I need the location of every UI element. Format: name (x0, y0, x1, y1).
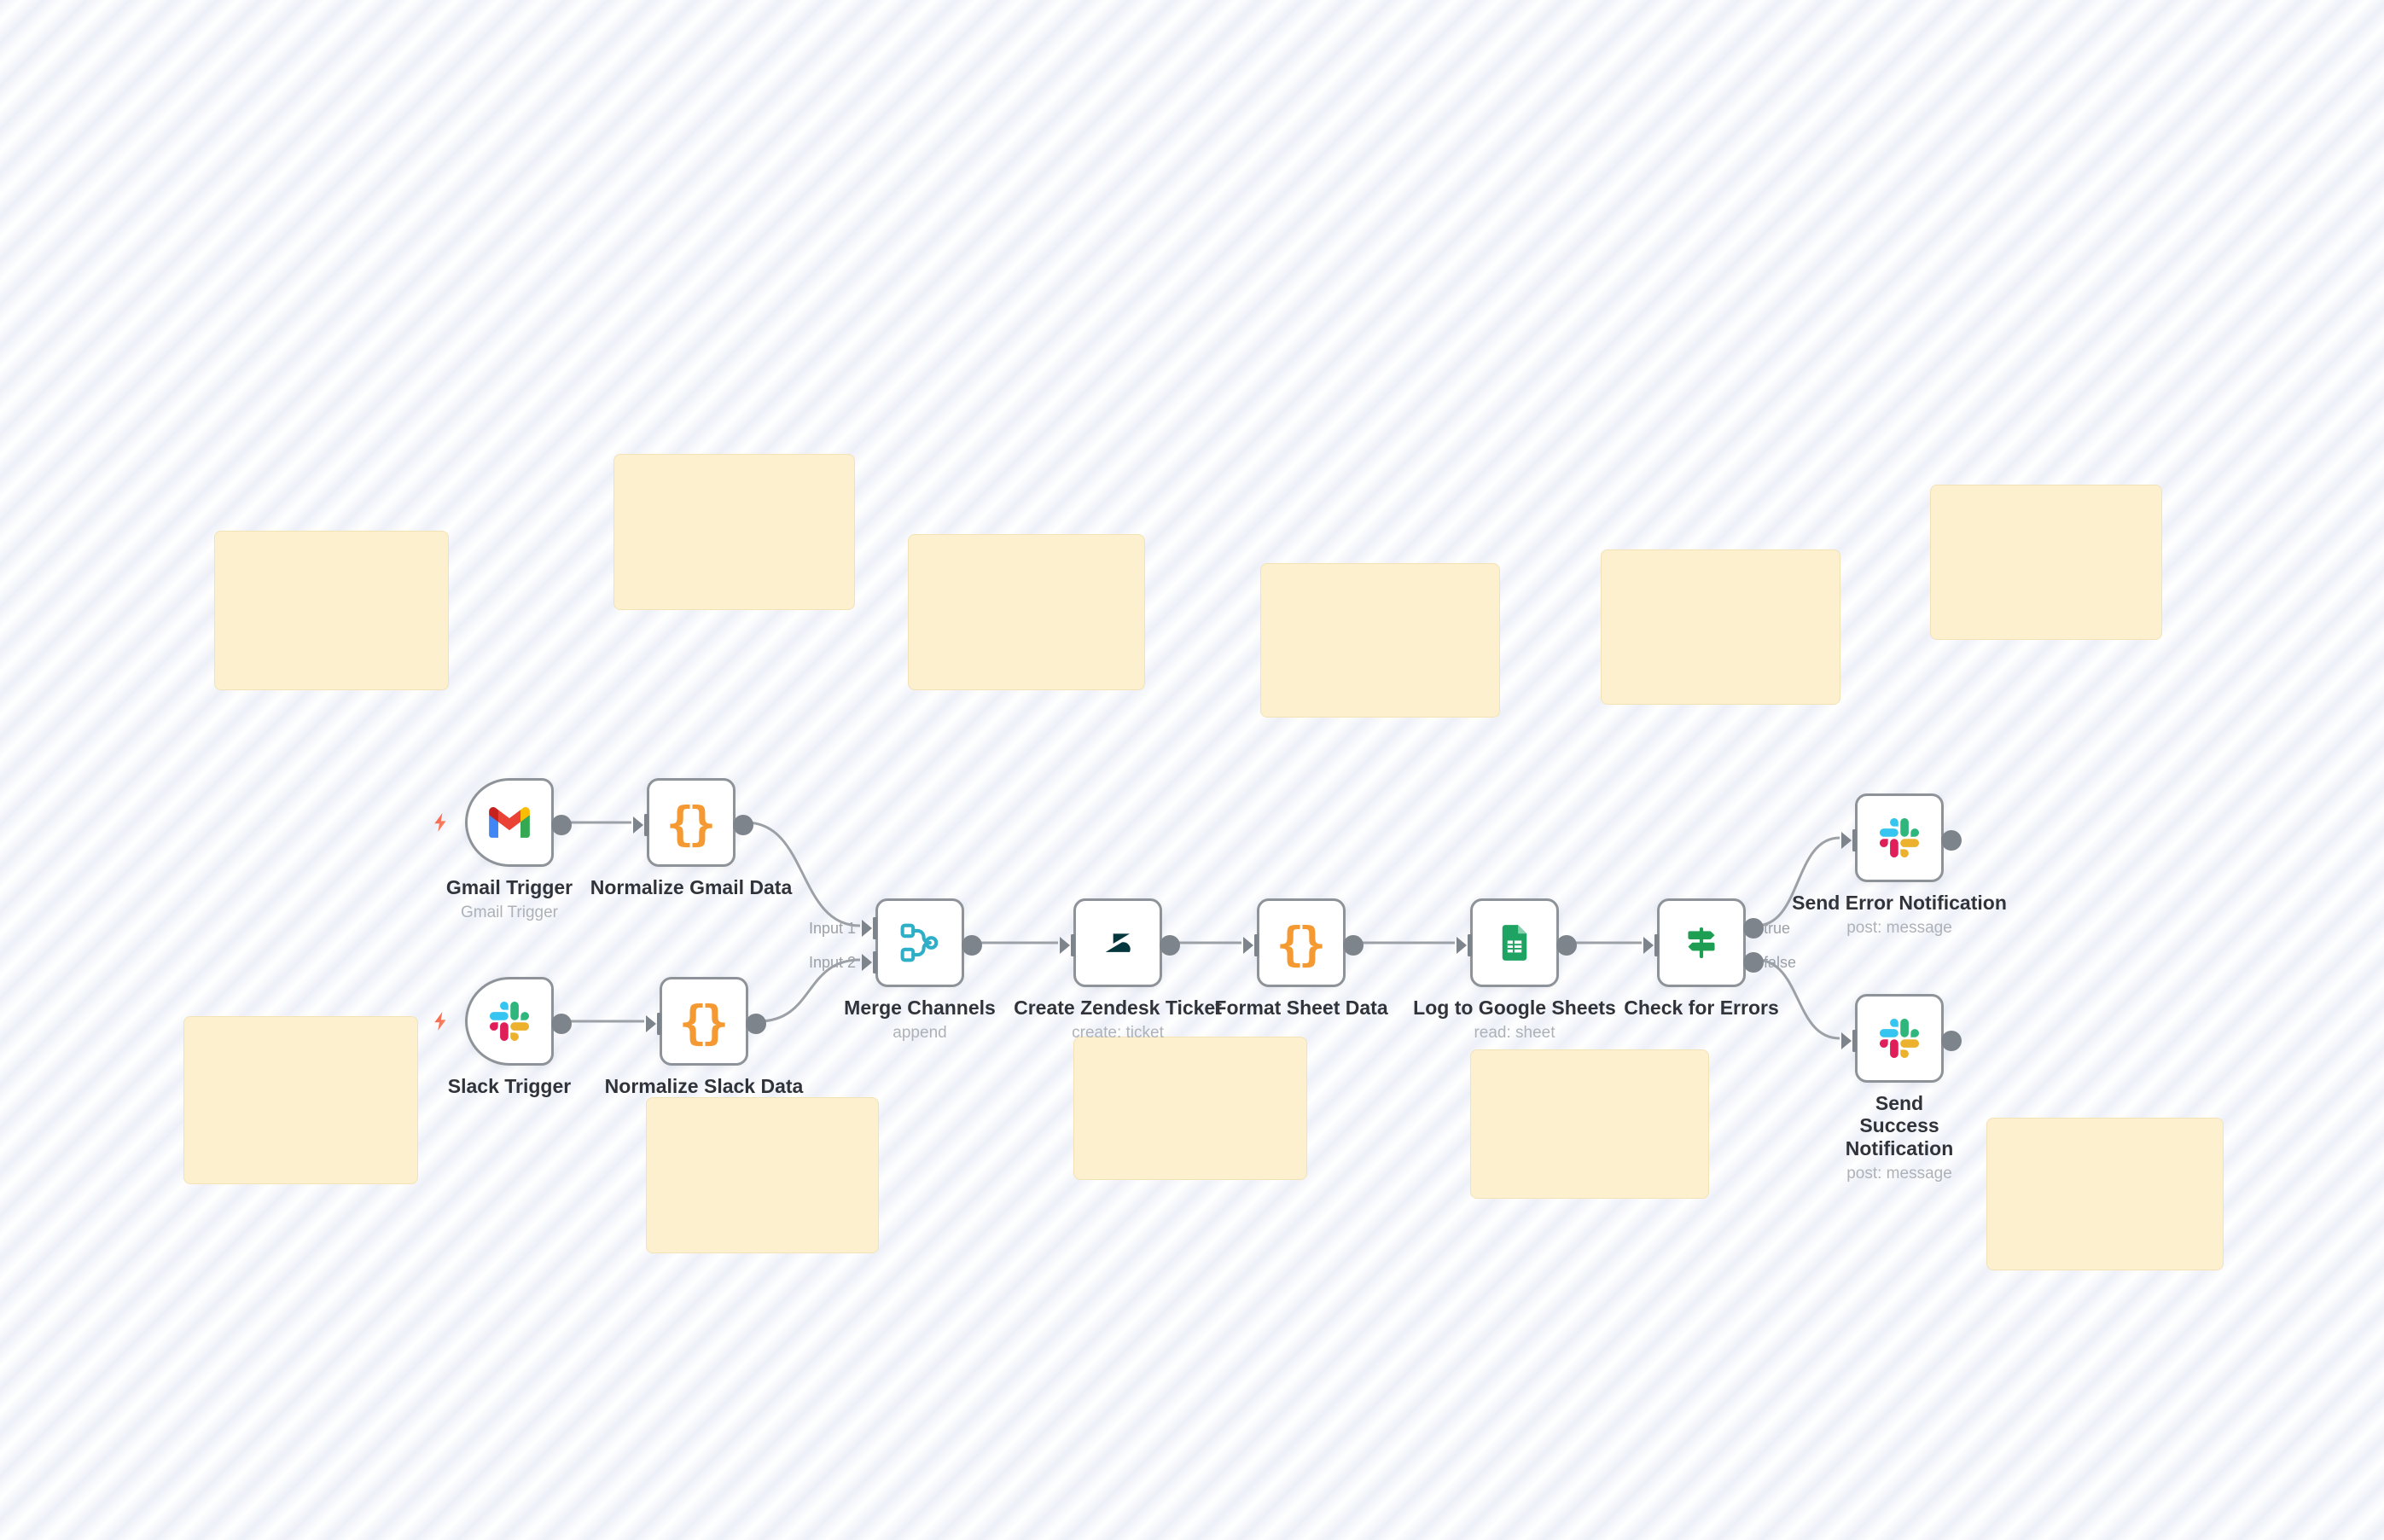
braces-icon: {} (1259, 901, 1343, 985)
slack-icon (1858, 796, 1941, 880)
node-title: Log to Google Sheets (1413, 997, 1616, 1019)
input-port-label: Input 1 (808, 920, 856, 937)
node-subtitle: append (893, 1024, 947, 1043)
output-port-label: true (1764, 920, 1791, 937)
node-log-to-google-sheets[interactable]: Log to Google Sheets read: sheet (1413, 898, 1616, 1042)
node-send-success-notification[interactable]: Send Success Notification post: message (1841, 994, 1962, 1183)
node-subtitle: post: message (1846, 919, 1952, 938)
node-create-zendesk-ticket[interactable]: Create Zendesk Ticket create: ticket (1014, 898, 1222, 1042)
output-port[interactable] (1941, 830, 1962, 851)
node-title: Check for Errors (1624, 997, 1779, 1019)
sticky-note[interactable] (908, 534, 1145, 690)
sticky-note[interactable] (183, 1016, 418, 1184)
sticky-note[interactable] (1260, 563, 1500, 718)
svg-text:}: } (701, 997, 730, 1049)
connection-normalize-gmail-to-merge-channels[interactable] (745, 821, 861, 927)
node-title: Normalize Slack Data (604, 1075, 804, 1097)
input-port[interactable] (633, 812, 648, 838)
zendesk-icon (1076, 901, 1160, 985)
node-slack-trigger[interactable]: Slack Trigger (434, 977, 572, 1097)
output-port[interactable] (1743, 918, 1764, 939)
input-port[interactable] (862, 915, 877, 941)
node-normalize-slack[interactable]: {} Normalize Slack Data (605, 977, 803, 1097)
input-port[interactable] (1841, 828, 1857, 853)
input-port-label: Input 2 (808, 954, 856, 971)
node-subtitle: Gmail Trigger (460, 904, 559, 922)
node-subtitle: create: ticket (1072, 1024, 1164, 1043)
slack-icon (1858, 997, 1941, 1080)
sticky-note[interactable] (1073, 1037, 1307, 1180)
input-port[interactable] (1457, 933, 1472, 958)
braces-icon: {} (649, 781, 733, 864)
sticky-note[interactable] (646, 1097, 879, 1253)
braces-icon: {} (662, 979, 746, 1063)
node-title: Create Zendesk Ticket (1014, 997, 1222, 1019)
svg-text:{: { (1276, 918, 1305, 970)
output-port[interactable] (1743, 952, 1764, 973)
output-port[interactable] (733, 815, 753, 835)
output-port[interactable] (1941, 1031, 1962, 1051)
sticky-note[interactable] (214, 531, 449, 690)
node-title: Merge Channels (844, 997, 996, 1019)
node-title: Format Sheet Data (1214, 997, 1388, 1019)
input-port[interactable] (646, 1011, 661, 1037)
connection-check-for-errors-to-send-success-notification[interactable] (1755, 958, 1840, 1040)
lightning-bolt-icon (430, 1010, 452, 1032)
node-title: Send Success Notification (1845, 1092, 1954, 1159)
node-send-error-notification[interactable]: Send Error Notification post: message (1792, 793, 2007, 937)
sticky-note[interactable] (1986, 1118, 2224, 1270)
sticky-note[interactable] (1930, 485, 2162, 640)
input-port[interactable] (1643, 933, 1659, 958)
lightning-bolt-icon (430, 811, 452, 834)
sheets-icon (1473, 901, 1556, 985)
svg-text:}: } (1299, 918, 1327, 970)
node-merge-channels[interactable]: Input 1 Input 2 Merge Channels append (809, 898, 996, 1042)
sticky-note[interactable] (1470, 1049, 1709, 1199)
input-port[interactable] (1243, 933, 1259, 958)
node-subtitle: post: message (1846, 1165, 1952, 1183)
output-port-label: false (1764, 954, 1797, 971)
svg-text:}: } (689, 798, 717, 850)
signpost-icon (1660, 901, 1743, 985)
svg-text:{: { (679, 997, 707, 1049)
slack-icon (468, 979, 551, 1063)
output-port[interactable] (551, 815, 572, 835)
output-port[interactable] (746, 1014, 766, 1034)
output-port[interactable] (551, 1014, 572, 1034)
node-title: Gmail Trigger (445, 876, 573, 898)
sticky-note[interactable] (1601, 549, 1840, 705)
svg-text:{: { (666, 798, 695, 850)
node-title: Send Error Notification (1792, 892, 2007, 914)
output-port[interactable] (962, 935, 982, 956)
output-port[interactable] (1556, 935, 1577, 956)
merge-icon (878, 901, 962, 985)
input-port[interactable] (1060, 933, 1075, 958)
input-port[interactable] (1841, 1028, 1857, 1054)
node-normalize-gmail[interactable]: {} Normalize Gmail Data (590, 778, 792, 898)
connection-normalize-slack-to-merge-channels[interactable] (758, 958, 861, 1023)
node-subtitle: read: sheet (1474, 1024, 1555, 1043)
output-port[interactable] (1343, 935, 1364, 956)
node-format-sheet-data[interactable]: {} Format Sheet Data (1214, 898, 1388, 1019)
sticky-note[interactable] (613, 454, 855, 610)
input-port[interactable] (862, 950, 877, 975)
node-title: Slack Trigger (447, 1075, 572, 1097)
output-port[interactable] (1160, 935, 1180, 956)
node-title: Normalize Gmail Data (590, 876, 793, 898)
connection-check-for-errors-to-send-error-notification[interactable] (1755, 836, 1840, 927)
gmail-icon (468, 781, 551, 864)
